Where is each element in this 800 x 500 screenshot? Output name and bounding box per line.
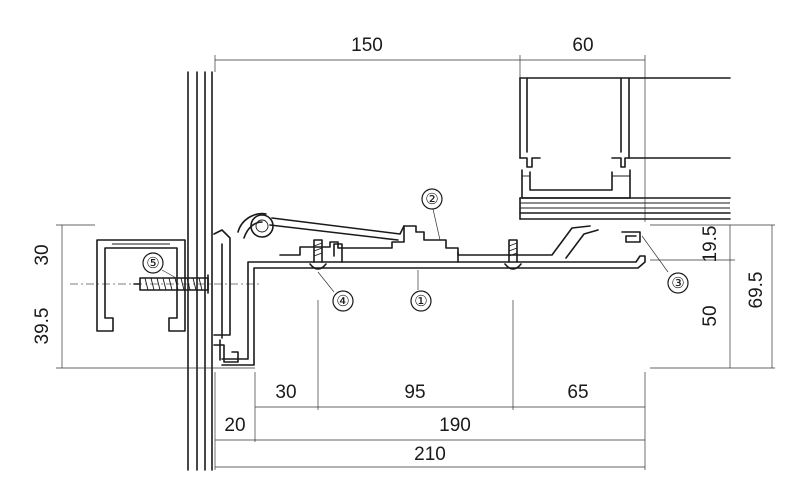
callout-3: ③ [667, 272, 689, 294]
dim-bottom-30: 30 [275, 382, 296, 403]
callout-5: ⑤ [142, 252, 164, 274]
leader-lines [161, 208, 669, 293]
cover-profile [279, 225, 641, 263]
fixing-screws [309, 239, 522, 270]
callout-5-label: ⑤ [146, 255, 159, 272]
dim-bottom-95: 95 [404, 382, 425, 403]
window-frame [519, 77, 731, 220]
dim-right-69-5: 69.5 [746, 272, 767, 309]
dim-bottom-190: 190 [439, 415, 471, 436]
callout-3-label: ③ [671, 275, 684, 292]
callout-2: ② [421, 188, 443, 210]
screw [133, 274, 209, 294]
dim-top-60: 60 [572, 35, 593, 56]
extension-lines [56, 55, 775, 470]
callout-2-label: ② [425, 191, 438, 208]
callouts: ① ② ③ ④ ⑤ [142, 188, 689, 312]
steel-channel [96, 239, 186, 332]
dimension-labels: 150 60 30 39.5 19.5 50 69.5 30 95 65 20 … [32, 35, 767, 465]
flashing [213, 212, 405, 339]
dim-bottom-65: 65 [567, 382, 588, 403]
wall-section [187, 71, 213, 471]
dim-top-150: 150 [351, 35, 383, 56]
callout-1-label: ① [414, 293, 427, 310]
dim-bottom-20: 20 [224, 415, 245, 436]
dim-right-50: 50 [700, 305, 721, 326]
dim-left-39-5: 39.5 [32, 308, 53, 345]
callout-4: ④ [332, 290, 354, 312]
dim-left-30: 30 [32, 244, 53, 265]
dim-right-19-5: 19.5 [700, 226, 721, 263]
main-profile [213, 255, 646, 366]
callout-4-label: ④ [336, 293, 349, 310]
dim-bottom-210: 210 [414, 444, 446, 465]
callout-1: ① [410, 290, 432, 312]
